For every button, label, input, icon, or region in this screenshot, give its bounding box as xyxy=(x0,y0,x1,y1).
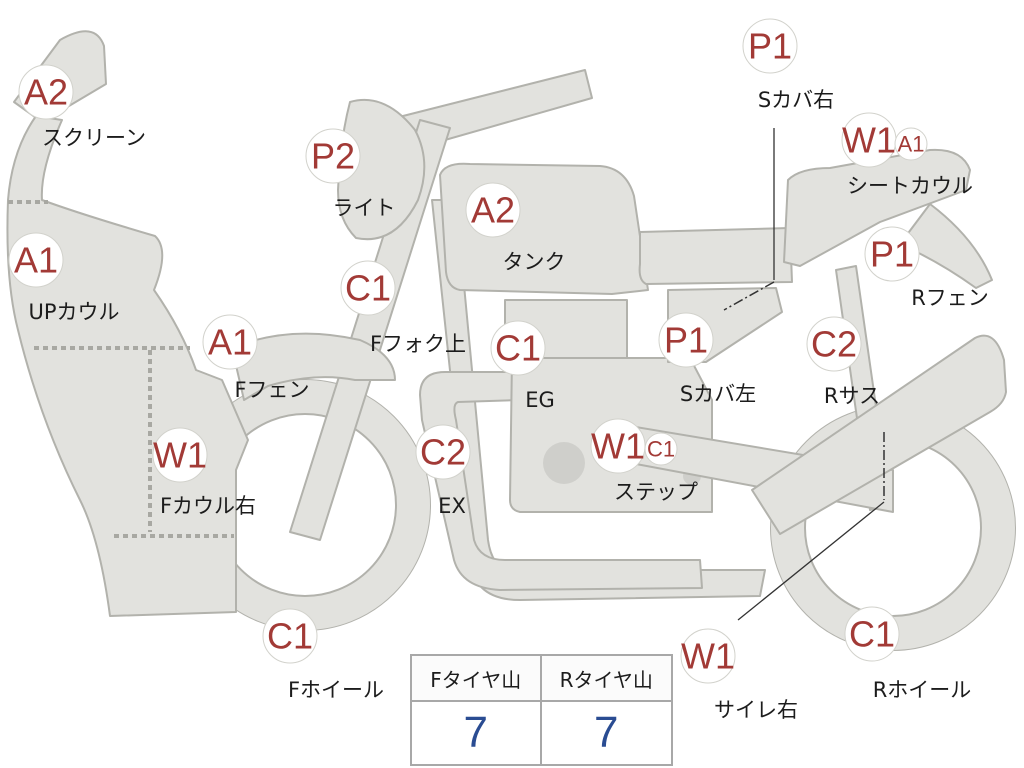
s-cover-l-label: Sカバ左 xyxy=(680,382,756,406)
seat-shape xyxy=(638,227,793,285)
grade-badge-circle xyxy=(415,424,471,480)
tire-tread-table: Fタイヤ山 Rタイヤ山 7 7 xyxy=(410,654,673,766)
up-cowl-grade-badge: A1 xyxy=(8,232,64,288)
f-fender-grade: A1 xyxy=(208,322,252,363)
front-fender-shape xyxy=(231,332,396,401)
f-fender-grade-badge: A1 xyxy=(202,314,258,370)
s-cover-l-grade: P1 xyxy=(664,320,708,361)
s-cover-r-grade-badge: P1 xyxy=(742,18,798,74)
f-fork-up-grade-badge: C1 xyxy=(340,260,396,316)
light-grade-badge: P2 xyxy=(305,128,361,184)
grade-badge-circle xyxy=(340,260,396,316)
s-cover-right-leader-lower xyxy=(723,281,775,311)
seat-cowl-grade-badge: W1 xyxy=(841,112,897,168)
tank-label: タンク xyxy=(503,250,566,274)
f-wheel-grade-badge: C1 xyxy=(262,608,318,664)
upper-cowl-shape xyxy=(6,115,249,617)
seat-cowl-grade2: A1 xyxy=(898,132,925,157)
exhaust-label: EX xyxy=(438,494,466,518)
front-fork-shape xyxy=(289,119,451,541)
grade-badge-circle xyxy=(680,628,736,684)
seat-cowl-label: シートカウル xyxy=(847,174,973,198)
engine-label: EG xyxy=(525,388,555,412)
seat-cowl-shape xyxy=(783,148,971,267)
muffler-right-leader xyxy=(737,501,885,621)
tank-grade: A2 xyxy=(471,190,515,231)
grade-badge-circle xyxy=(8,232,64,288)
f-fork-up-label: Fフォク上 xyxy=(370,332,466,356)
r-fender-grade-badge: P1 xyxy=(864,226,920,282)
r-sus-grade-badge: C2 xyxy=(806,316,862,372)
grade-badge-circle xyxy=(490,320,546,376)
up-cowl-grade: A1 xyxy=(14,240,58,281)
grade-badge-circle xyxy=(742,18,798,74)
screen-grade-badge: A2 xyxy=(18,64,74,120)
r-wheel-grade: C1 xyxy=(849,614,895,655)
r-sus-label: Rサス xyxy=(824,384,880,408)
grade-badge-circle xyxy=(305,128,361,184)
rear-fender-shape xyxy=(899,203,993,289)
r-fender-grade: P1 xyxy=(870,234,914,275)
r-wheel-label: Rホイール xyxy=(873,678,972,702)
grade-badge-circle xyxy=(864,226,920,282)
f-fork-up-grade: C1 xyxy=(345,268,391,309)
grade-badge-circle xyxy=(644,432,678,466)
grade-badge-circle xyxy=(658,312,714,368)
step-grade2: C1 xyxy=(647,437,675,462)
seat-cowl-grade2-badge: A1 xyxy=(894,127,928,161)
grade-badge-circle xyxy=(202,314,258,370)
step-grade: W1 xyxy=(591,426,645,467)
f-cowl-r-grade: W1 xyxy=(153,435,207,476)
muffler-shape xyxy=(751,334,1007,535)
screen-grade: A2 xyxy=(24,72,68,113)
f-wheel-label: Fホイール xyxy=(288,678,384,702)
rear-tire-value: 7 xyxy=(594,708,619,757)
exhaust-pipe-shape xyxy=(419,371,703,591)
step-label: ステップ xyxy=(614,480,698,504)
tank-grade-badge: A2 xyxy=(465,182,521,238)
grade-badge-circle xyxy=(18,64,74,120)
exhaust-grade-badge: C2 xyxy=(415,424,471,480)
exhaust-grade: C2 xyxy=(420,432,466,473)
f-fender-label: Fフェン xyxy=(234,378,309,402)
f-cowl-r-grade-badge: W1 xyxy=(152,427,208,483)
f-wheel-grade: C1 xyxy=(267,616,313,657)
engine-grade: C1 xyxy=(495,328,541,369)
light-label: ライト xyxy=(333,196,396,220)
step-grade2-badge: C1 xyxy=(644,432,678,466)
engine-grade-badge: C1 xyxy=(490,320,546,376)
grade-badge-circle xyxy=(806,316,862,372)
grade-badge-circle xyxy=(152,427,208,483)
r-fender-label: Rフェン xyxy=(911,286,989,310)
front-tire-header: Fタイヤ山 xyxy=(412,656,542,702)
muffler-r-grade: W1 xyxy=(681,636,735,677)
rear-tire-header: Rタイヤ山 xyxy=(541,656,671,702)
f-cowl-r-label: Fカウル右 xyxy=(160,494,256,518)
light-grade: P2 xyxy=(311,136,355,177)
front-tire-value: 7 xyxy=(412,702,542,764)
engine-cover-circle xyxy=(543,442,585,484)
s-cover-r-grade: P1 xyxy=(748,26,792,67)
grade-badge-circle xyxy=(894,127,928,161)
grade-badge-circle xyxy=(465,182,521,238)
r-sus-grade: C2 xyxy=(811,324,857,365)
grade-badge-circle xyxy=(262,608,318,664)
muffler-r-grade-badge: W1 xyxy=(680,628,736,684)
step-grade-badge: W1 xyxy=(590,418,646,474)
up-cowl-label: UPカウル xyxy=(28,300,119,324)
muffler-r-label: サイレ右 xyxy=(714,698,798,722)
screen-label: スクリーン xyxy=(42,126,146,150)
seat-cowl-grade: W1 xyxy=(842,120,896,161)
grade-badges: A2スクリーンA1UPカウルW1Fカウル右A1FフェンC1FホイールP2ライトC… xyxy=(8,18,989,722)
s-cover-l-grade-badge: P1 xyxy=(658,312,714,368)
r-wheel-grade-badge: C1 xyxy=(844,606,900,662)
s-cover-r-label: Sカバ右 xyxy=(758,88,834,112)
grade-badge-circle xyxy=(844,606,900,662)
